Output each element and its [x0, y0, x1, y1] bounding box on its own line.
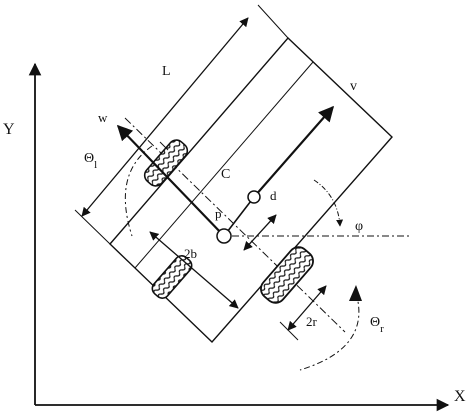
wheel-base-label: 2b: [184, 246, 197, 261]
theta-left-arc: [124, 145, 153, 237]
heading-arc: [313, 179, 344, 227]
theta-left-tick: [159, 141, 169, 151]
length-label: L: [162, 64, 171, 79]
velocity-label: v: [350, 79, 357, 94]
heading-label: φ: [355, 219, 363, 234]
length-dimension-arrow: [81, 17, 249, 217]
body-edge-extension: [74, 209, 111, 245]
theta-right-label: Θr: [370, 315, 384, 335]
wheel-diameter-label: 2r: [306, 314, 318, 329]
point-label: p: [215, 206, 222, 221]
velocity-arrow: [253, 105, 335, 198]
wheel-diameter-dimension-arrow: [287, 285, 327, 331]
y-axis-label: Y: [3, 121, 15, 138]
theta-right-arc: [299, 292, 360, 371]
right-wheel: [260, 246, 314, 304]
body-edge-extension-top: [257, 4, 289, 39]
center-label: C: [221, 167, 230, 182]
offset-label: d: [270, 188, 277, 203]
theta-right-arrowhead: [349, 285, 362, 301]
angular-velocity-arrow: [116, 124, 225, 237]
angular-velocity-label: w: [98, 110, 108, 125]
x-axis-label: X: [454, 388, 466, 405]
left-front-wheel: [143, 139, 189, 187]
point-c: [247, 190, 261, 204]
axle-centerline: [124, 117, 346, 333]
p-to-c-line: [223, 196, 255, 237]
theta-left-label: Θl: [84, 151, 97, 171]
wheel-diameter-tick: [279, 321, 299, 341]
point-p: [216, 228, 232, 244]
offset-dimension-arrow: [243, 214, 277, 251]
wheel-base-dimension-arrow: [149, 231, 239, 309]
